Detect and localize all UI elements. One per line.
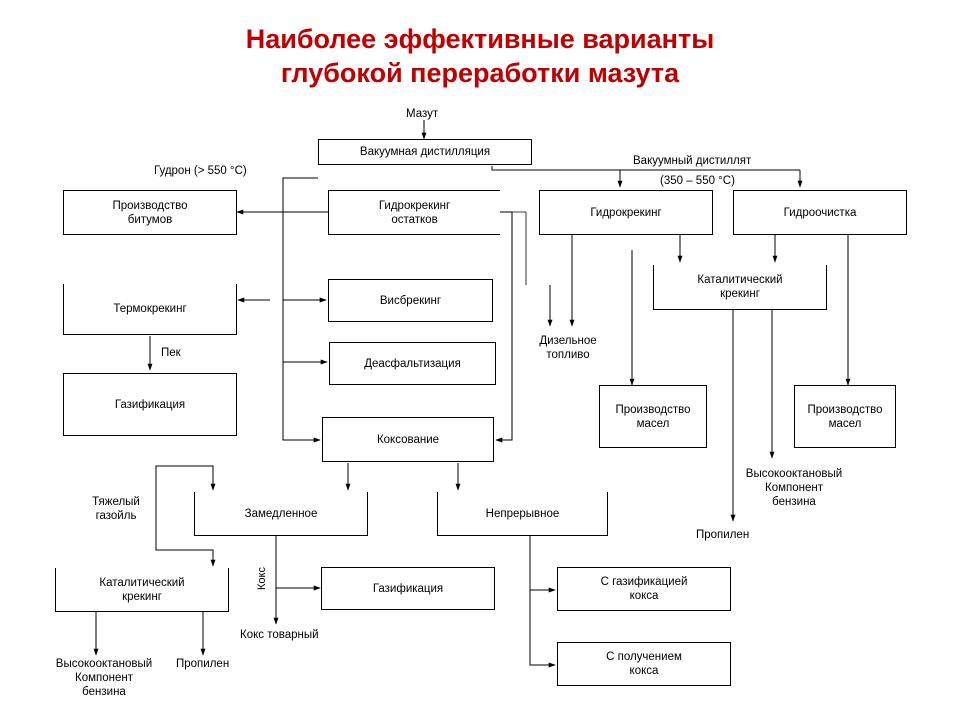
box-label: Газификация bbox=[114, 398, 186, 411]
tar-line bbox=[282, 177, 321, 443]
box-residue-hydrocracking: Гидрокрекинг остатков bbox=[328, 190, 500, 235]
label-diesel-fuel: Дизельное топливо bbox=[539, 335, 597, 361]
label-coke-commercial: Кокс товарный bbox=[240, 629, 319, 641]
box-label: Газификация bbox=[372, 582, 444, 595]
box-label: Производство битумов bbox=[112, 199, 188, 226]
label-vacuum-distillate: Вакуумный дистиллят bbox=[633, 155, 752, 167]
box-label: Гидрокрекинг остатков bbox=[378, 199, 451, 226]
box-continuous-coking: Непрерывное bbox=[437, 492, 608, 536]
box-label: Коксование bbox=[376, 433, 440, 446]
box-label: Деасфальтизация bbox=[364, 357, 461, 370]
box-label: Гидроочистка bbox=[783, 206, 857, 219]
label-pitch: Пек bbox=[161, 347, 181, 359]
box-label: Непрерывное bbox=[485, 507, 560, 520]
box-label: Производство масел bbox=[807, 403, 883, 430]
label-mazut: Мазут bbox=[406, 108, 439, 120]
box-label: Висбрекинг bbox=[379, 294, 442, 307]
box-catalytic-cracking-right: Каталитический крекинг bbox=[653, 265, 827, 310]
box-vacuum-distillation: Вакуумная дистилляция bbox=[318, 139, 532, 165]
box-coking: Коксование bbox=[322, 417, 494, 462]
vacuum-distillate-line bbox=[491, 166, 800, 171]
box-catalytic-cracking-left: Каталитический крекинг bbox=[55, 568, 229, 612]
box-label: Каталитический крекинг bbox=[697, 274, 783, 300]
box-with-coke-production: С получением кокса bbox=[557, 642, 731, 686]
box-gasification-mid: Газификация bbox=[321, 567, 495, 610]
label-vacuum-distillate-range: (350 – 550 °С) bbox=[660, 175, 735, 187]
box-label: С получением кокса bbox=[606, 651, 682, 677]
box-thermocracking: Термокрекинг bbox=[63, 284, 237, 335]
box-label: Термокрекинг bbox=[113, 303, 187, 315]
box-bitumen-production: Производство битумов bbox=[63, 190, 237, 235]
residue-to-coking bbox=[495, 211, 513, 443]
box-label: Замедленное bbox=[244, 507, 318, 520]
box-hydrotreating: Гидроочистка bbox=[733, 190, 907, 235]
box-label: Производство масел bbox=[615, 403, 691, 430]
label-coke-vertical: Кокс bbox=[256, 567, 268, 590]
box-oils-production-2: Производство масел bbox=[794, 385, 896, 448]
box-label: С газификацией кокса bbox=[600, 576, 688, 602]
label-high-octane-left: Высокооктановый Компонент бензина bbox=[55, 658, 153, 698]
title-line-2: глубокой переработки мазута bbox=[280, 58, 680, 88]
box-label: Вакуумная дистилляция bbox=[359, 146, 491, 158]
box-hydrocracking: Гидрокрекинг bbox=[539, 190, 713, 235]
label-tar: Гудрон (> 550 °С) bbox=[154, 165, 247, 177]
continuous-branch bbox=[529, 536, 556, 668]
box-delayed-coking: Замедленное bbox=[194, 492, 368, 536]
label-propylene-right: Пропилен bbox=[696, 529, 750, 541]
page-title: Наиболее эффективные варианты глубокой п… bbox=[0, 22, 960, 90]
label-propylene-left: Пропилен bbox=[176, 658, 230, 670]
title-line-1: Наиболее эффективные варианты bbox=[245, 24, 715, 54]
box-gasification-left: Газификация bbox=[63, 373, 237, 436]
label-heavy-gasoil: Тяжелый газойль bbox=[92, 496, 140, 522]
box-deasphalting: Деасфальтизация bbox=[329, 342, 496, 385]
box-with-coke-gasification: С газификацией кокса bbox=[557, 567, 731, 611]
label-high-octane-right: Высокооктановый Компонент бензина bbox=[745, 468, 843, 508]
box-visbreaking: Висбрекинг bbox=[328, 279, 493, 322]
box-label: Каталитический крекинг bbox=[99, 576, 185, 603]
box-label: Гидрокрекинг bbox=[590, 206, 662, 219]
box-oils-production-1: Производство масел bbox=[599, 385, 707, 448]
